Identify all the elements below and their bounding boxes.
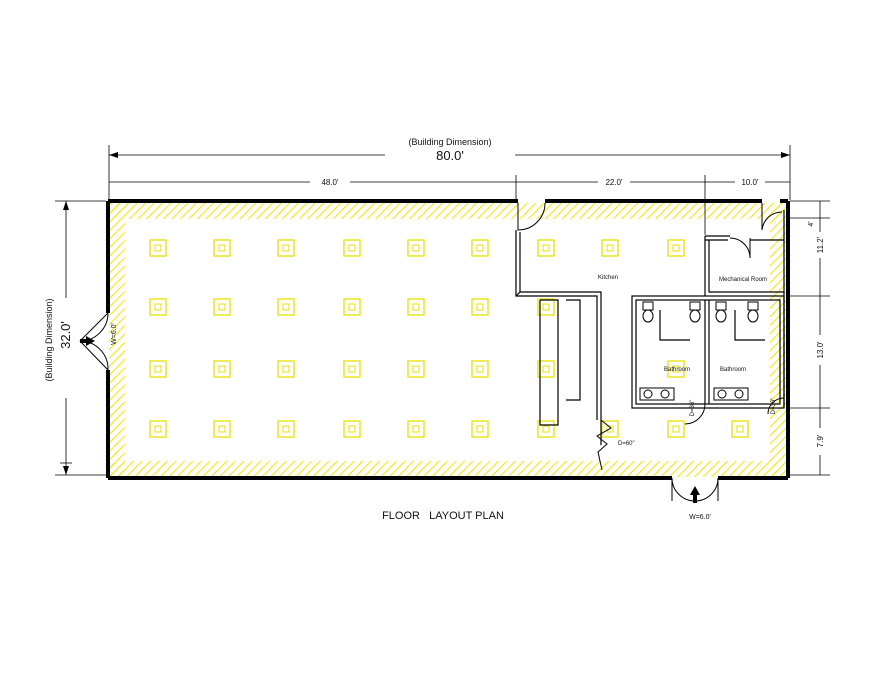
right-dim-top: 4' (808, 221, 815, 226)
light-fixture-center (542, 425, 550, 433)
light-fixture (667, 420, 685, 438)
light-fixture (213, 239, 231, 257)
light-fixture-center (282, 425, 290, 433)
bottom-entry-width-label: W=6.0' (689, 514, 711, 521)
bathroom-2-label: Bathroom (720, 367, 746, 373)
light-fixture-center (606, 244, 614, 252)
light-fixture-center (282, 244, 290, 252)
light-fixture (277, 239, 295, 257)
light-fixture-center (412, 365, 420, 373)
segment-mid-label: 22.0' (605, 178, 623, 187)
light-fixture (731, 420, 749, 438)
light-fixture-center (218, 244, 226, 252)
light-fixture (471, 239, 489, 257)
left-entry-width-label: W=6.0' (111, 323, 118, 345)
light-fixture (277, 298, 295, 316)
light-fixture (537, 298, 555, 316)
light-fixture-center (154, 303, 162, 311)
light-fixture (343, 239, 361, 257)
segment-right-label: 10.0' (741, 178, 759, 187)
light-fixture-center (542, 303, 550, 311)
light-fixture (471, 420, 489, 438)
right-dim-upper: 11.2' (816, 236, 825, 253)
light-fixture-center (282, 365, 290, 373)
interior-door-label: D=60" (618, 441, 635, 447)
light-fixture (343, 420, 361, 438)
light-fixture-center (154, 365, 162, 373)
light-fixture-center (672, 425, 680, 433)
light-fixture (471, 298, 489, 316)
light-fixture-center (218, 365, 226, 373)
light-fixture-center (476, 365, 484, 373)
light-fixture-center (542, 365, 550, 373)
light-fixture (537, 420, 555, 438)
bath-door-1-label: D=36" (690, 400, 696, 417)
light-fixture-center (476, 244, 484, 252)
dimension-lines (55, 145, 830, 476)
segment-left-label: 48.0' (321, 178, 339, 187)
light-fixture (277, 420, 295, 438)
light-fixture-center (154, 425, 162, 433)
building-dimension-caption-top: (Building Dimension) (408, 137, 491, 147)
light-fixture-center (154, 244, 162, 252)
light-fixture (149, 420, 167, 438)
light-fixture (667, 239, 685, 257)
light-fixture-center (412, 244, 420, 252)
light-fixture (407, 239, 425, 257)
door-swings (79, 202, 785, 502)
dimension-arrows (63, 152, 790, 503)
light-fixture-center (348, 244, 356, 252)
light-fixture (407, 420, 425, 438)
light-fixture (601, 239, 619, 257)
light-fixture (537, 360, 555, 378)
light-fixture-center (672, 244, 680, 252)
overall-length-label: 80.0' (436, 148, 464, 163)
bathroom-fixtures (639, 301, 759, 401)
light-fixture-center (736, 425, 744, 433)
light-fixture-center (348, 303, 356, 311)
bathroom-1-label: Bathroom (664, 367, 690, 373)
light-fixture (407, 360, 425, 378)
light-fixture-center (476, 303, 484, 311)
light-fixture (149, 360, 167, 378)
plan-title: FLOOR LAYOUT PLAN (382, 510, 504, 522)
light-fixture (407, 298, 425, 316)
light-fixture-center (282, 303, 290, 311)
building-dimension-caption-side: (Building Dimension) (44, 298, 54, 381)
light-fixture-center (672, 365, 680, 373)
light-fixture-center (348, 425, 356, 433)
light-fixture (149, 239, 167, 257)
light-fixture-center (412, 425, 420, 433)
light-fixture-center (476, 425, 484, 433)
light-fixture-center (412, 303, 420, 311)
light-fixture (213, 298, 231, 316)
light-fixture (343, 360, 361, 378)
light-fixture (471, 360, 489, 378)
light-fixture (277, 360, 295, 378)
light-fixture-center (606, 425, 614, 433)
light-fixture-center (348, 365, 356, 373)
interior-walls (515, 210, 785, 445)
right-dim-low: 7.9' (816, 434, 825, 447)
light-fixture (149, 298, 167, 316)
light-fixture-center (542, 244, 550, 252)
exterior-walls (106, 199, 790, 480)
overall-width-label: 32.0' (58, 321, 73, 349)
kitchen-label: Kitchen (598, 275, 618, 281)
light-fixture (537, 239, 555, 257)
mechanical-room-label: Mechanical Room (719, 277, 767, 283)
light-fixture (213, 420, 231, 438)
right-dim-mid: 13.0' (816, 341, 825, 359)
light-fixture (601, 420, 619, 438)
light-fixture-center (218, 303, 226, 311)
light-fixture (343, 298, 361, 316)
light-fixture (213, 360, 231, 378)
light-fixture-grid (149, 239, 749, 438)
light-fixture (667, 360, 685, 378)
bath-door-2-label: D=36" (771, 398, 777, 415)
light-fixture-center (218, 425, 226, 433)
